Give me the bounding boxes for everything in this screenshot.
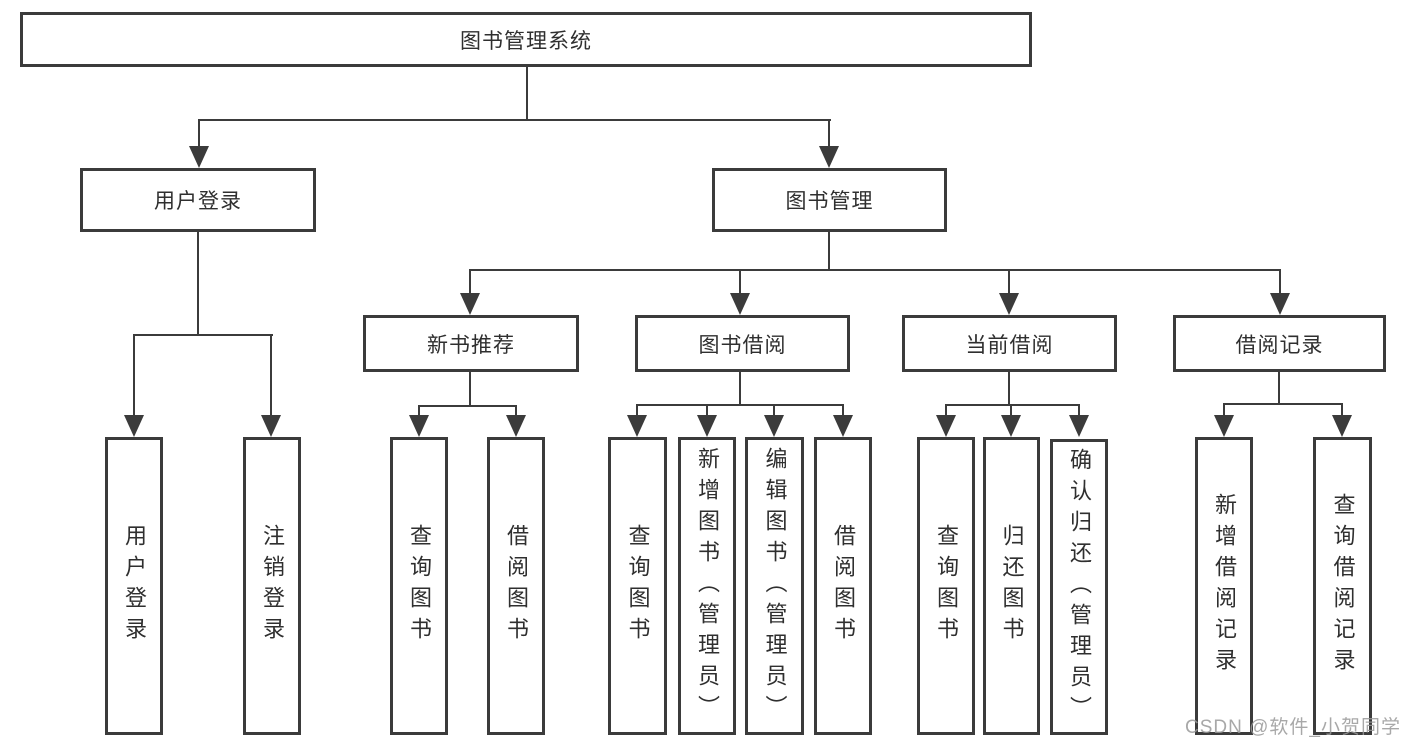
arrow-to-book-borrow [730, 293, 750, 315]
connector-stub-bb-edit [773, 404, 775, 419]
connector-stub-book-borrow [739, 269, 741, 297]
arrow-to-nb-query [409, 415, 429, 437]
node-label: 新增借阅记录 [1212, 493, 1237, 679]
node-label: 借阅图书 [831, 524, 856, 648]
node-user-login-leaf: 用户登录 [105, 437, 163, 735]
arrow-to-bb-add [697, 415, 717, 437]
connector-stub-cb-return [1010, 404, 1012, 419]
connector-stub-br-add [1223, 403, 1225, 419]
node-label: 编辑图书（管理员） [762, 446, 788, 726]
connector-book-management-vertical [828, 232, 830, 271]
connector-stub-logout-leaf [270, 334, 272, 418]
node-borrow-record: 借阅记录 [1173, 315, 1386, 372]
watermark: CSDN @软件_小贺同学 [1185, 717, 1401, 738]
arrow-to-cb-query [936, 415, 956, 437]
node-logout-leaf: 注销登录 [243, 437, 301, 735]
connector-user-login-horizontal [134, 334, 273, 336]
connector-new-book-horizontal [418, 405, 517, 407]
connector-stub-cb-confirm [1078, 404, 1080, 419]
connector-current-borrow-horizontal [945, 404, 1080, 406]
node-cb-confirm-return-admin: 确认归还（管理员） [1050, 439, 1108, 735]
arrow-to-new-book [460, 293, 480, 315]
node-label: 新书推荐 [427, 333, 515, 357]
node-label: 图书管理 [785, 190, 874, 213]
arrow-to-cb-confirm [1069, 415, 1089, 437]
node-bb-borrow-book: 借阅图书 [814, 437, 872, 735]
connector-stub-nb-query [418, 405, 420, 419]
node-label: 注销登录 [260, 524, 285, 648]
node-label: 查询图书 [407, 524, 432, 648]
arrow-to-br-add [1214, 415, 1234, 437]
node-cb-return-book: 归还图书 [983, 437, 1040, 735]
connector-modules-horizontal [469, 269, 1281, 271]
connector-stub-borrow-record [1279, 269, 1281, 297]
arrow-to-current-borrow [999, 293, 1019, 315]
node-current-borrow: 当前借阅 [902, 315, 1117, 372]
connector-stub-login-leaf [133, 334, 135, 418]
connector-level2-horizontal [198, 119, 831, 121]
connector-new-book-vertical [469, 372, 471, 407]
connector-borrow-record-vertical [1278, 372, 1280, 405]
connector-stub-book-management [828, 119, 830, 151]
node-user-login: 用户登录 [80, 168, 316, 232]
connector-current-borrow-vertical [1008, 372, 1010, 406]
node-bb-edit-book-admin: 编辑图书（管理员） [745, 437, 804, 735]
connector-stub-nb-borrow [515, 405, 517, 419]
connector-book-borrow-horizontal [636, 404, 844, 406]
node-label: 图书管理系统 [460, 29, 592, 53]
node-label: 新增图书（管理员） [695, 446, 720, 726]
arrow-to-bb-edit [764, 415, 784, 437]
arrow-to-cb-return [1001, 415, 1021, 437]
node-book-borrow: 图书借阅 [635, 315, 850, 372]
node-nb-borrow-book: 借阅图书 [487, 437, 545, 735]
node-library-management-system: 图书管理系统 [20, 12, 1032, 67]
arrow-to-user-login [189, 146, 209, 168]
arrow-to-logout-leaf [261, 415, 281, 437]
node-br-query-record: 查询借阅记录 [1313, 437, 1372, 735]
connector-stub-current-borrow [1008, 269, 1010, 297]
node-label: 图书借阅 [698, 333, 787, 357]
node-label: 查询借阅记录 [1330, 493, 1356, 679]
node-label: 查询图书 [625, 524, 651, 648]
arrow-to-bb-borrow [833, 415, 853, 437]
connector-borrow-record-horizontal [1223, 403, 1343, 405]
node-br-add-record: 新增借阅记录 [1195, 437, 1253, 735]
node-label: 用户登录 [122, 524, 147, 648]
node-cb-query-book: 查询图书 [917, 437, 975, 735]
arrow-to-bb-query [627, 415, 647, 437]
node-label: 查询图书 [934, 524, 959, 648]
connector-stub-cb-query [945, 404, 947, 419]
connector-stub-bb-borrow [842, 404, 844, 419]
node-label: 归还图书 [999, 524, 1025, 648]
connector-stub-bb-query [636, 404, 638, 419]
arrow-to-nb-borrow [506, 415, 526, 437]
node-label: 借阅记录 [1235, 333, 1324, 357]
node-label: 确认归还（管理员） [1067, 447, 1092, 727]
connector-stub-br-query [1341, 403, 1343, 419]
arrow-to-book-management [819, 146, 839, 168]
node-nb-query-book: 查询图书 [390, 437, 448, 735]
node-book-management: 图书管理 [712, 168, 947, 232]
connector-stub-bb-add [706, 404, 708, 419]
node-label: 用户登录 [154, 190, 242, 213]
node-label: 当前借阅 [965, 333, 1054, 357]
arrow-to-login-leaf [124, 415, 144, 437]
node-new-book-recommend: 新书推荐 [363, 315, 579, 372]
connector-user-login-vertical [197, 232, 199, 336]
connector-book-borrow-vertical [739, 372, 741, 406]
node-label: 借阅图书 [504, 524, 529, 648]
arrow-to-borrow-record [1270, 293, 1290, 315]
connector-stub-user-login [198, 119, 200, 151]
arrow-to-br-query [1332, 415, 1352, 437]
node-bb-query-book: 查询图书 [608, 437, 667, 735]
node-bb-add-book-admin: 新增图书（管理员） [678, 437, 736, 735]
connector-stub-new-book [469, 269, 471, 297]
connector-root-vertical [526, 67, 528, 120]
